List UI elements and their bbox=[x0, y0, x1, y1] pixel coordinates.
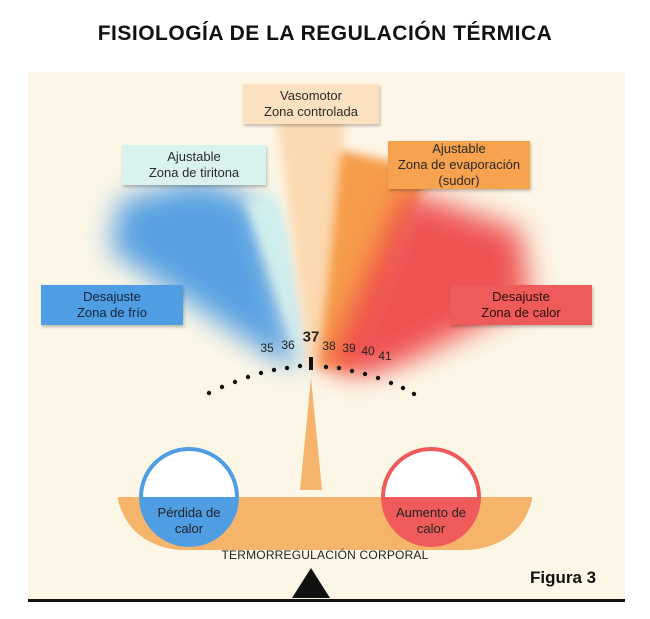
evaporation-line2: Zona de evaporación bbox=[397, 157, 521, 172]
vasomotor-zone-ray bbox=[277, 120, 345, 368]
cold-line1: Desajuste bbox=[83, 289, 141, 304]
thermoregulation-base-label: TERMORREGULACIÓN CORPORAL bbox=[221, 548, 429, 562]
scale-pointer-mark bbox=[309, 357, 313, 370]
vasomotor-line2: Zona controlada bbox=[264, 104, 358, 119]
evaporation-line1: Ajustable bbox=[432, 141, 486, 156]
tick-label-36: 36 bbox=[281, 338, 295, 352]
shiver-zone-ray bbox=[245, 195, 303, 370]
tick-label-35: 35 bbox=[260, 341, 274, 355]
vasomotor-line1: Vasomotor bbox=[280, 88, 342, 103]
balance-needle bbox=[300, 378, 322, 490]
heat-loss-line1: Pérdida de bbox=[157, 505, 221, 520]
shiver-line2: Zona de tiritona bbox=[148, 165, 240, 180]
fulcrum-icon bbox=[292, 568, 330, 598]
bottom-divider bbox=[28, 599, 625, 602]
tick-label-37: 37 bbox=[302, 328, 320, 346]
figure-label: Figura 3 bbox=[530, 568, 597, 587]
heat-gain-line1: Aumento de bbox=[395, 505, 467, 520]
evaporation-zone-label: Ajustable Zona de evaporación (sudor) bbox=[388, 141, 530, 189]
shiver-line1: Ajustable bbox=[167, 149, 221, 164]
heat-loss-line2: calor bbox=[174, 521, 204, 536]
cold-zone-label: Desajuste Zona de frío bbox=[41, 285, 183, 325]
heat-zone-ray bbox=[325, 190, 530, 385]
tick-label-40: 40 bbox=[361, 344, 375, 358]
shiver-zone-label: Ajustable Zona de tiritona bbox=[122, 145, 266, 185]
heat-gain-line2: calor bbox=[416, 521, 446, 536]
tick-label-38: 38 bbox=[322, 339, 336, 353]
heat-line2: Zona de calor bbox=[481, 305, 561, 320]
evaporation-line3: (sudor) bbox=[438, 173, 480, 188]
heat-zone-label: Desajuste Zona de calor bbox=[450, 285, 592, 325]
heat-gain-label: Aumento de calor bbox=[383, 505, 479, 537]
temperature-scale-arc bbox=[206, 363, 417, 397]
heat-loss-label: Pérdida de calor bbox=[141, 505, 237, 537]
tick-label-39: 39 bbox=[342, 341, 356, 355]
heat-line1: Desajuste bbox=[492, 289, 550, 304]
vasomotor-zone-label: Vasomotor Zona controlada bbox=[243, 84, 379, 124]
page-title: FISIOLOGÍA DE LA REGULACIÓN TÉRMICA bbox=[97, 22, 553, 45]
cold-line2: Zona de frío bbox=[76, 305, 148, 320]
tick-label-41: 41 bbox=[378, 349, 392, 363]
cold-zone-ray bbox=[110, 180, 300, 375]
